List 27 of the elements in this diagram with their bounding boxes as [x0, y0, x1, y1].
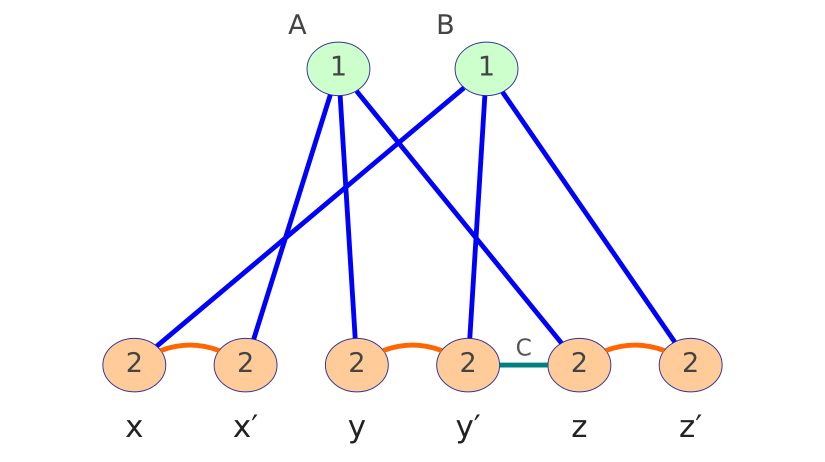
node-ellipse: 2 — [102, 338, 166, 392]
node-ellipse: 1 — [306, 42, 370, 96]
node-ellipse: 2 — [214, 338, 278, 392]
connector — [467, 96, 488, 338]
node-label: x — [125, 408, 144, 445]
node-label: y — [348, 408, 366, 445]
edge-label: C — [516, 334, 532, 362]
connector — [160, 342, 220, 353]
connector — [500, 362, 548, 368]
node-ellipse: 2 — [547, 338, 612, 392]
node-label: y′ — [455, 408, 481, 445]
node-label: z — [571, 408, 588, 445]
node-ellipse: 2 — [658, 338, 723, 392]
connector — [338, 96, 358, 338]
node-label: x′ — [232, 408, 258, 445]
connector — [500, 90, 677, 344]
node-label: z′ — [679, 408, 702, 445]
node-label: A — [288, 10, 307, 41]
node-ellipse: 2 — [436, 338, 500, 392]
connector — [251, 94, 333, 340]
node-label: B — [436, 10, 455, 41]
connector — [382, 342, 442, 353]
connector — [605, 342, 665, 353]
node-ellipse: 1 — [454, 42, 518, 96]
node-ellipse: 2 — [324, 338, 389, 392]
connector — [354, 90, 564, 344]
connector — [155, 86, 466, 348]
